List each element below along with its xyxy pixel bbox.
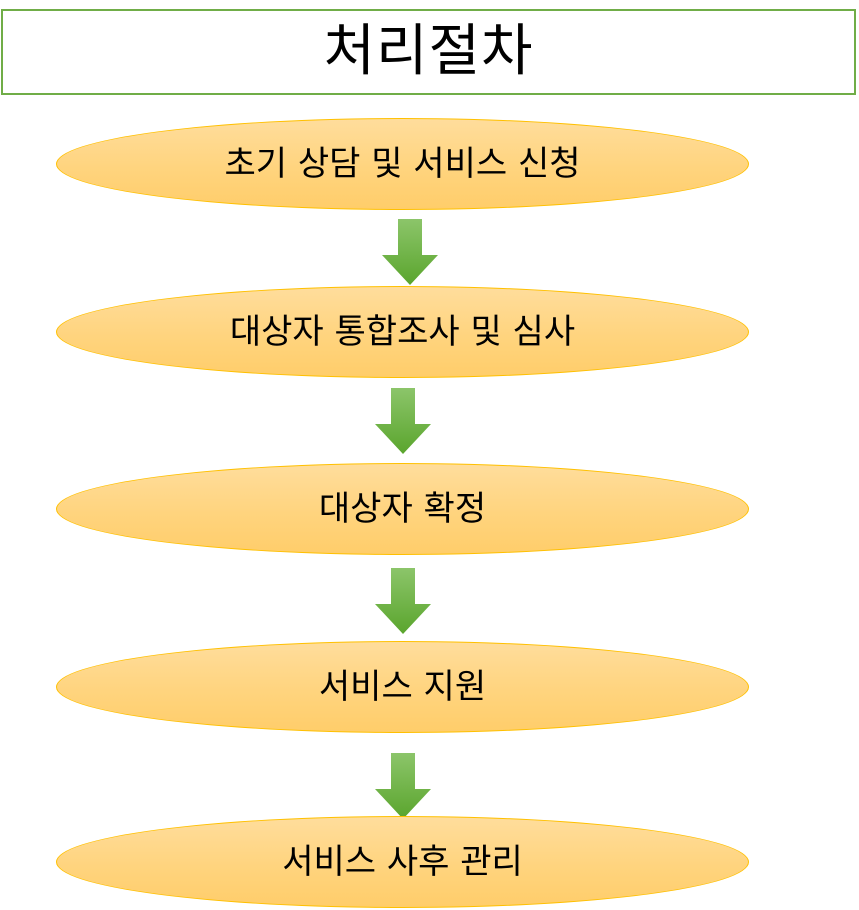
down-arrow-icon [375, 388, 431, 454]
process-step-integrated-review: 대상자 통합조사 및 심사 [56, 286, 749, 378]
down-arrow-icon [375, 753, 431, 819]
down-arrow-icon [375, 568, 431, 634]
process-step-service-support: 서비스 지원 [56, 641, 749, 733]
step-label: 서비스 사후 관리 [282, 842, 523, 882]
title-box: 처리절차 [1, 9, 856, 95]
step-label: 서비스 지원 [318, 667, 487, 707]
step-label: 대상자 통합조사 및 심사 [229, 312, 576, 352]
down-arrow-icon [382, 219, 438, 285]
step-label: 초기 상담 및 서비스 신청 [224, 144, 581, 184]
process-step-follow-up-management: 서비스 사후 관리 [56, 816, 749, 908]
process-step-initial-consultation: 초기 상담 및 서비스 신청 [56, 118, 749, 210]
process-step-confirmation: 대상자 확정 [56, 463, 749, 555]
step-label: 대상자 확정 [318, 489, 487, 529]
diagram-title: 처리절차 [323, 19, 534, 84]
